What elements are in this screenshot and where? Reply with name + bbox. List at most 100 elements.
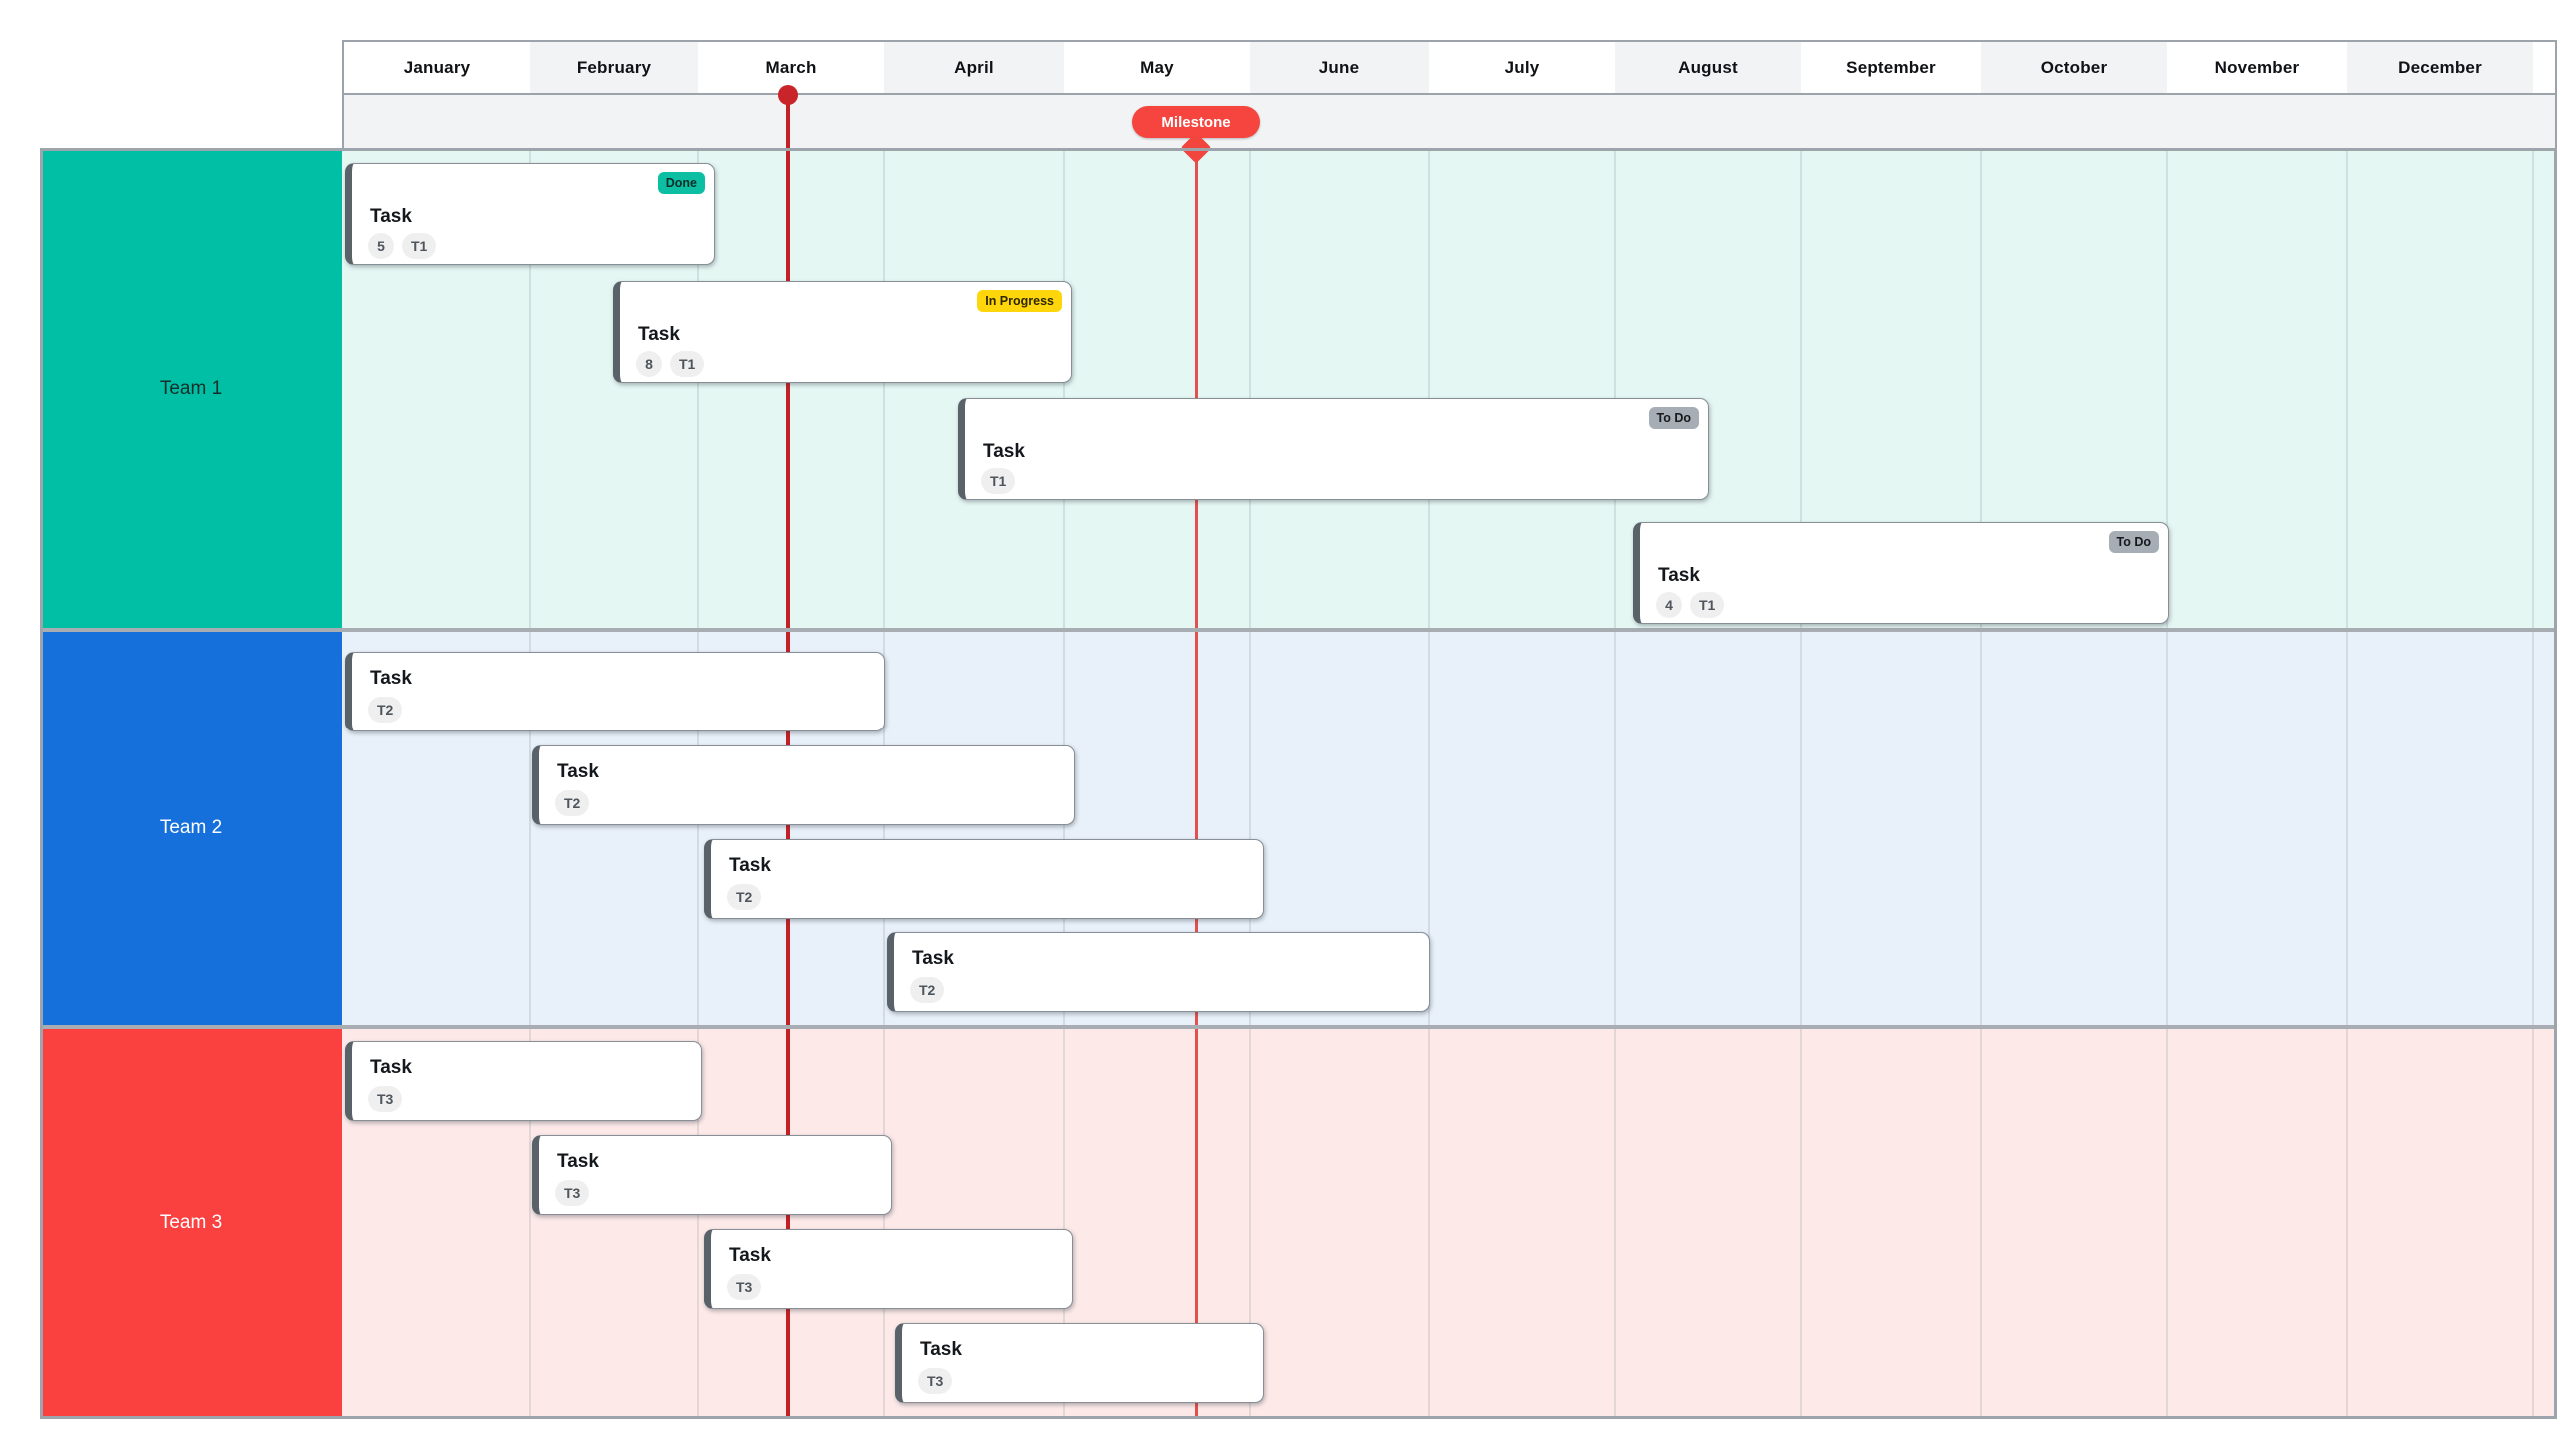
month-gridline xyxy=(883,1027,885,1419)
month-gridline xyxy=(697,630,699,1027)
team-label: Team 2 xyxy=(159,817,223,838)
task-pill: 8 xyxy=(636,351,662,377)
task-title: Task xyxy=(557,1151,599,1172)
lane-separator xyxy=(40,628,2557,632)
month-gridline xyxy=(1800,630,1802,1027)
track-team-3 xyxy=(342,1027,2557,1419)
month-gridline xyxy=(529,630,531,1027)
month-header-december: December xyxy=(2347,42,2533,93)
month-gridline xyxy=(1614,148,1616,630)
month-gridline xyxy=(2166,630,2168,1027)
task-title: Task xyxy=(370,206,412,227)
sidebar-team-3: Team 3 xyxy=(40,1027,342,1419)
task-pill: T2 xyxy=(727,884,762,910)
month-gridline xyxy=(883,148,885,630)
task-title: Task xyxy=(729,1245,771,1266)
task-pill: T1 xyxy=(402,233,437,259)
task-pill: T2 xyxy=(910,977,945,1003)
status-badge: In Progress xyxy=(977,290,1062,312)
month-gridline xyxy=(2166,148,2168,630)
month-gridline xyxy=(2532,1027,2534,1419)
month-gridline xyxy=(697,148,699,630)
task-pill-row: T3 xyxy=(918,1368,953,1394)
month-gridline xyxy=(2166,1027,2168,1419)
status-badge: To Do xyxy=(1648,407,1699,429)
month-header-june: June xyxy=(1250,42,1429,93)
task-card[interactable]: Task 8 T1 In Progress xyxy=(613,281,1072,383)
milestone-row xyxy=(342,95,2557,148)
month-gridline xyxy=(1428,1027,1430,1419)
month-gridline xyxy=(1800,148,1802,630)
month-gridline xyxy=(1063,148,1065,630)
month-header-july: July xyxy=(1429,42,1615,93)
task-pill-row: T2 xyxy=(727,884,762,910)
month-gridline xyxy=(697,1027,699,1419)
month-gridline xyxy=(1428,148,1430,630)
month-gridline xyxy=(1063,1027,1065,1419)
task-pill: T3 xyxy=(918,1368,953,1394)
sidebar-team-2: Team 2 xyxy=(40,630,342,1027)
team-label: Team 3 xyxy=(159,1212,223,1233)
task-pill-row: T2 xyxy=(555,790,590,816)
task-pill: T3 xyxy=(368,1086,403,1112)
task-pill: 4 xyxy=(1656,592,1682,618)
task-pill: T1 xyxy=(981,468,1016,494)
task-pill-row: T3 xyxy=(368,1086,403,1112)
task-pill: T1 xyxy=(670,351,705,377)
month-gridline xyxy=(2346,148,2348,630)
team-label: Team 1 xyxy=(159,378,223,399)
today-marker-dot-icon xyxy=(778,85,798,105)
status-badge: Done xyxy=(657,172,705,194)
task-title: Task xyxy=(729,855,771,876)
month-gridline xyxy=(2532,148,2534,630)
task-pill-row: T1 xyxy=(981,468,1016,494)
month-header-april: April xyxy=(884,42,1064,93)
month-header-may: May xyxy=(1064,42,1250,93)
month-header-march: March xyxy=(698,42,884,93)
month-gridline xyxy=(2346,1027,2348,1419)
task-title: Task xyxy=(920,1339,962,1360)
task-title: Task xyxy=(557,761,599,782)
month-gridline xyxy=(1249,1027,1251,1419)
task-pill-row: T3 xyxy=(555,1180,590,1206)
month-gridline xyxy=(1428,630,1430,1027)
task-title: Task xyxy=(912,948,954,969)
month-header-january: January xyxy=(344,42,530,93)
task-pill-row: 5 T1 xyxy=(368,233,437,259)
task-title: Task xyxy=(1658,565,1700,586)
month-header-october: October xyxy=(1981,42,2167,93)
task-pill: T3 xyxy=(727,1274,762,1300)
milestone-label: Milestone xyxy=(1161,113,1231,131)
task-pill-row: T2 xyxy=(910,977,945,1003)
month-gridline xyxy=(1614,1027,1616,1419)
month-gridline xyxy=(1800,1027,1802,1419)
task-pill: 5 xyxy=(368,233,394,259)
task-title: Task xyxy=(638,324,680,345)
sidebar-team-1: Team 1 xyxy=(40,148,342,630)
task-title: Task xyxy=(370,1057,412,1078)
month-gridline xyxy=(529,1027,531,1419)
month-gridline xyxy=(529,148,531,630)
month-gridline xyxy=(1980,148,1982,630)
task-pill-row: T3 xyxy=(727,1274,762,1300)
month-gridline xyxy=(1249,630,1251,1027)
task-card[interactable]: Task 5 T1 Done xyxy=(345,163,715,265)
milestone-line xyxy=(1195,148,1198,1417)
month-gridline xyxy=(1980,1027,1982,1419)
task-pill-row: T2 xyxy=(368,697,403,723)
month-gridline xyxy=(2346,630,2348,1027)
task-pill: T2 xyxy=(555,790,590,816)
